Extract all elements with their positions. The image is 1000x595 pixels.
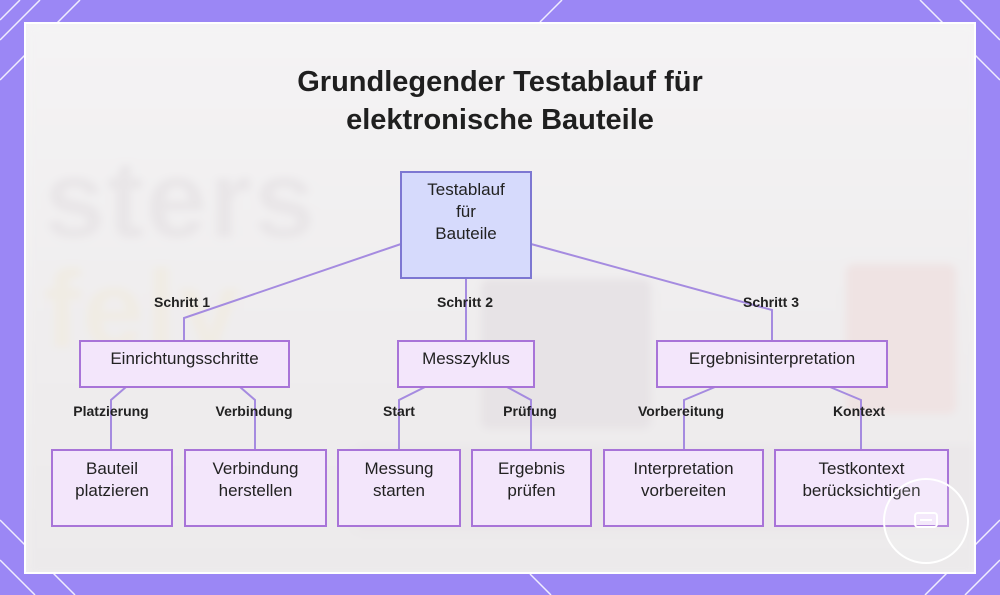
node-text: Messung <box>364 459 434 478</box>
edge-label-platzierung: Platzierung <box>73 403 149 419</box>
node-text: starten <box>373 481 425 500</box>
edge-einrichtung-bauteil <box>110 386 127 449</box>
edge-ergebnis-interpretation <box>683 386 716 449</box>
node-text: platzieren <box>75 481 149 500</box>
edge-einrichtung-verbindung <box>239 386 256 449</box>
edge-root-ergebnis <box>530 243 773 341</box>
chat-widget-button[interactable] <box>883 478 969 564</box>
diagram-title: Grundlegender Testablauf für elektronisc… <box>0 63 1000 139</box>
node-text: für <box>456 202 476 221</box>
edge-messzyklus-messung <box>398 386 426 449</box>
node-interpretation-vorbereiten: Interpretation vorbereiten <box>603 449 764 527</box>
node-text: Messzyklus <box>422 349 510 368</box>
node-testablauf-fuer-bauteile: Testablauf für Bauteile <box>400 171 532 279</box>
edge-messzyklus-ergebnis <box>506 386 532 449</box>
edge-label-schritt-2: Schritt 2 <box>436 294 494 310</box>
node-text: Ergebnisinterpretation <box>688 349 856 368</box>
edge-root-einrichtung <box>183 243 402 341</box>
node-messung-starten: Messung starten <box>337 449 461 527</box>
node-text: Ergebnis <box>497 459 566 478</box>
node-text: vorbereiten <box>640 481 727 500</box>
edge-label-schritt-3: Schritt 3 <box>742 294 800 310</box>
edge-label-start: Start <box>383 403 415 419</box>
edge-label-kontext: Kontext <box>832 403 886 419</box>
chat-icon <box>914 512 938 528</box>
edge-label-schritt-1: Schritt 1 <box>153 294 211 310</box>
node-text: herstellen <box>218 481 293 500</box>
title-line-2: elektronische Bauteile <box>346 104 654 136</box>
node-einrichtungsschritte: Einrichtungsschritte <box>79 340 290 388</box>
node-text: Testkontext <box>818 459 905 478</box>
edge-label-pruefung: Prüfung <box>503 403 557 419</box>
node-text: Bauteile <box>435 224 497 243</box>
node-ergebnisinterpretation: Ergebnisinterpretation <box>656 340 888 388</box>
node-bauteil-platzieren: Bauteil platzieren <box>51 449 173 527</box>
node-text: Testablauf <box>427 180 505 199</box>
background-word: sters <box>44 138 317 261</box>
node-text: Interpretation <box>633 459 734 478</box>
node-verbindung-herstellen: Verbindung herstellen <box>184 449 327 527</box>
node-ergebnis-pruefen: Ergebnis prüfen <box>471 449 592 527</box>
node-text: Bauteil <box>86 459 138 478</box>
node-messzyklus: Messzyklus <box>397 340 535 388</box>
node-text: Verbindung <box>212 459 299 478</box>
node-text: prüfen <box>507 481 556 500</box>
title-line-1: Grundlegender Testablauf für <box>297 66 703 98</box>
node-text: Einrichtungsschritte <box>110 349 259 368</box>
edge-label-verbindung: Verbindung <box>215 403 293 419</box>
edge-label-vorbereitung: Vorbereitung <box>637 403 725 419</box>
edge-ergebnis-testkontext <box>829 386 862 449</box>
